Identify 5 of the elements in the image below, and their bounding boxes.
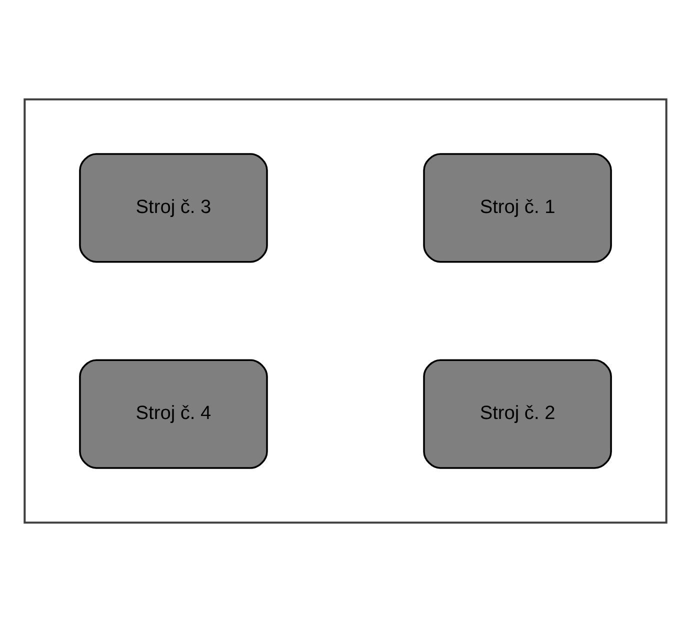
node-box: Stroj č. 3 (79, 153, 268, 263)
node-box: Stroj č. 2 (423, 359, 612, 469)
node-box: Stroj č. 4 (79, 359, 268, 469)
node-box: Stroj č. 1 (423, 153, 612, 263)
cluster (24, 98, 668, 524)
